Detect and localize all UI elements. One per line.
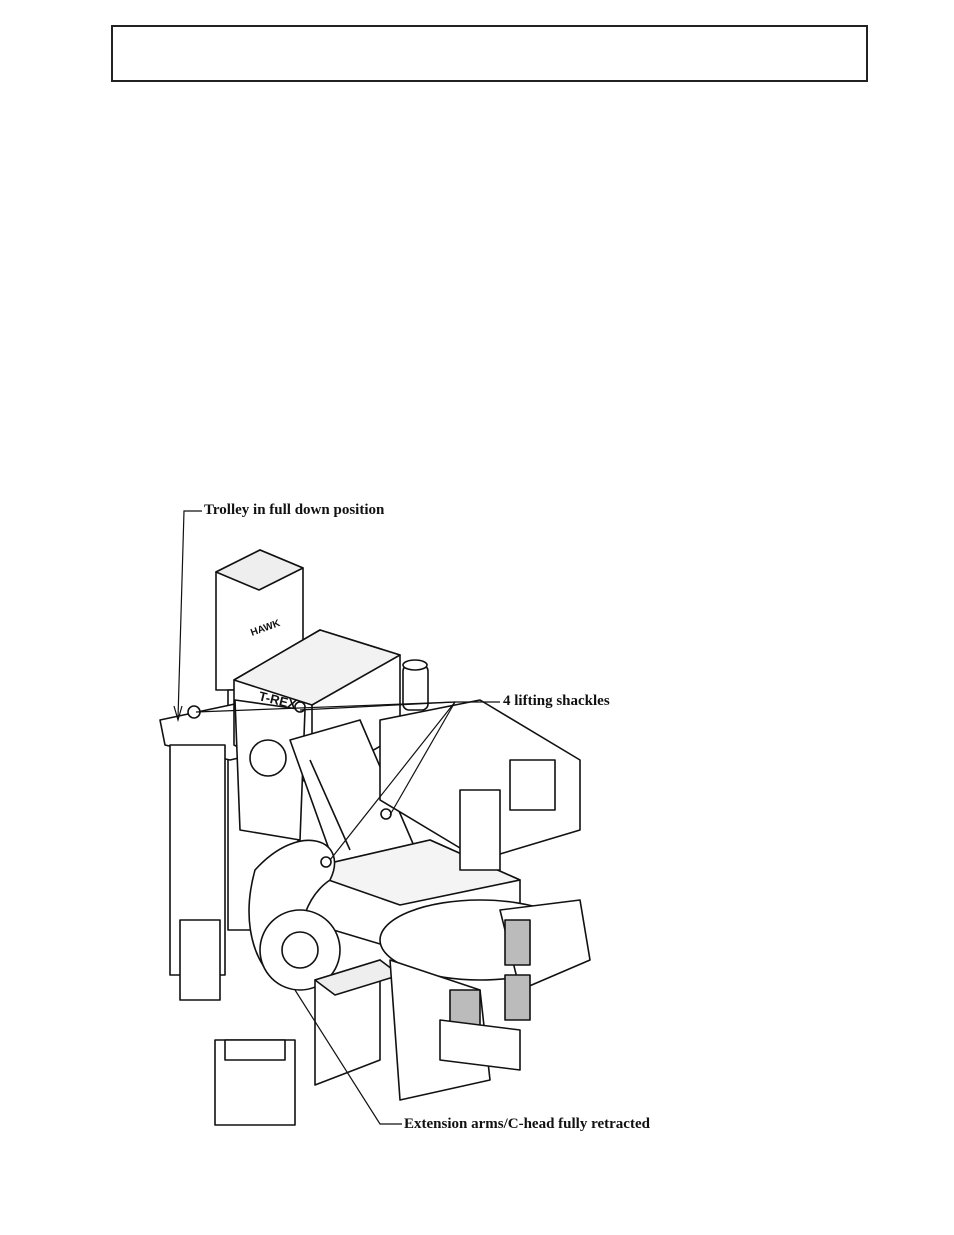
callout-extension: Extension arms/C-head fully retracted	[404, 1116, 650, 1133]
callout-trolley: Trolley in full down position	[204, 502, 384, 519]
front-plate-hole	[250, 740, 286, 776]
shackle-3	[381, 809, 391, 819]
left-motor	[180, 920, 220, 1000]
leader-trolley	[178, 511, 202, 718]
shackle-4	[321, 857, 331, 867]
callout-shackles: 4 lifting shackles	[503, 693, 610, 710]
